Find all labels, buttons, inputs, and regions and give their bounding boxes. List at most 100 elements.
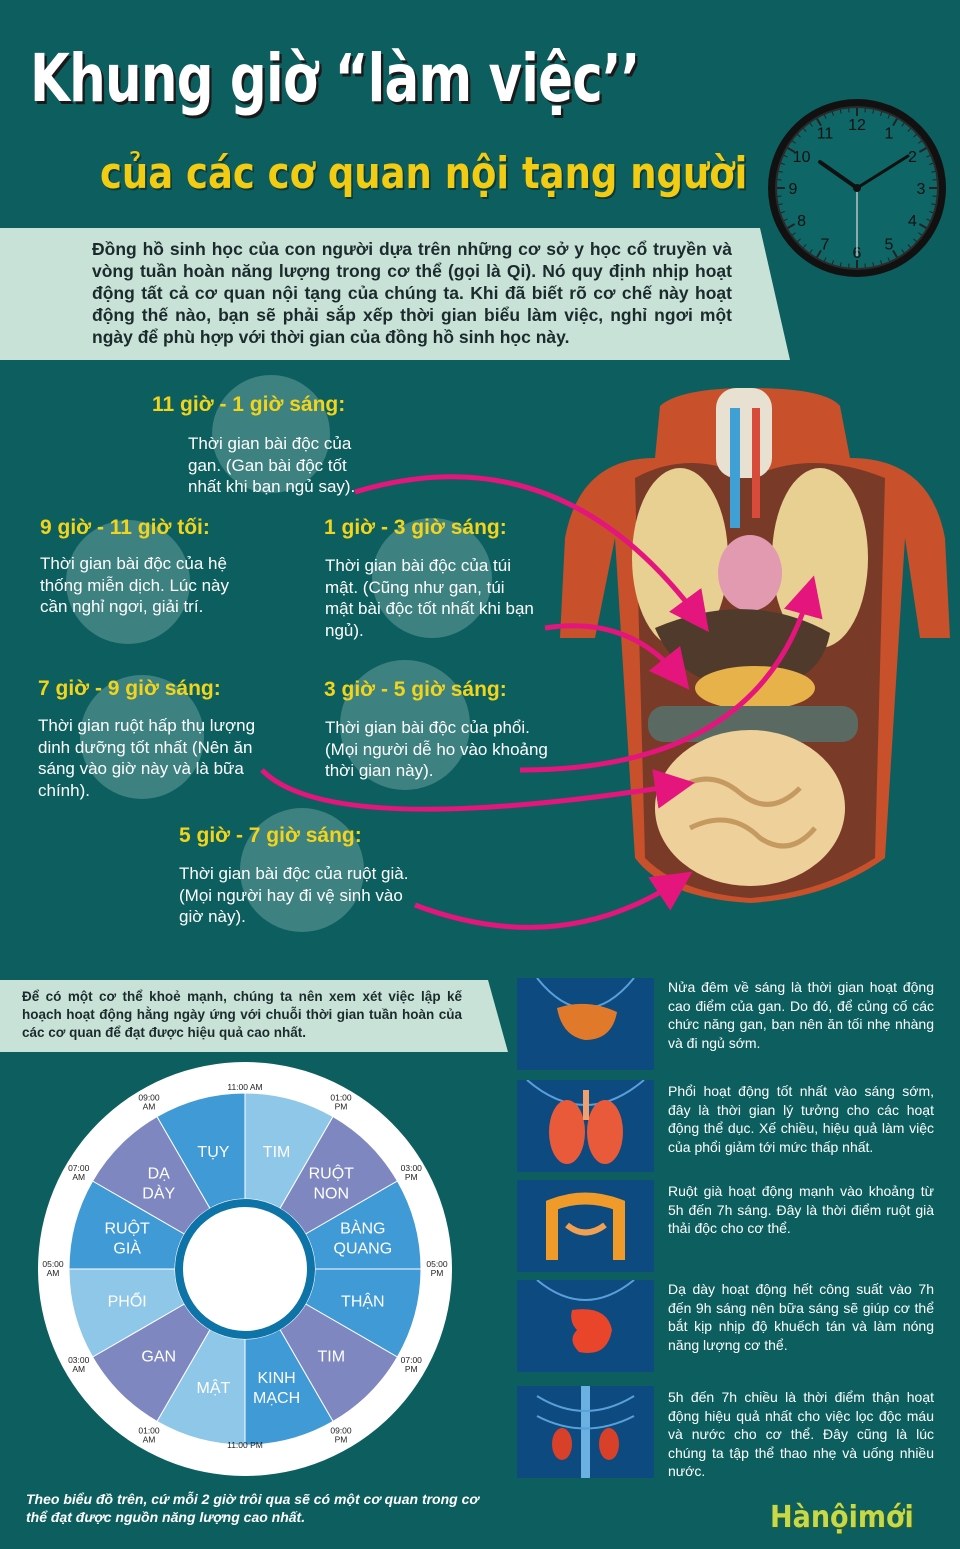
clock-tick — [926, 218, 931, 221]
clock-tick — [809, 249, 813, 254]
clock-tick — [783, 218, 788, 221]
subtitle: của các cơ quan nội tạng người — [100, 148, 748, 199]
footnote: Theo biểu đồ trên, cứ mỗi 2 giờ trôi qua… — [26, 1491, 479, 1525]
clock-tick — [797, 238, 801, 242]
bubble-decor — [340, 660, 470, 790]
clock-tick — [816, 249, 822, 258]
slot-time-liver: 11 giờ - 1 giờ sáng: — [152, 393, 346, 416]
clock-tick — [918, 232, 923, 236]
clock-minute-hand — [855, 154, 910, 190]
bubble-decor — [66, 520, 190, 644]
clock-tick — [816, 118, 822, 127]
stomach-image — [517, 1280, 654, 1372]
clock-tick — [918, 223, 927, 229]
clock-tick — [913, 238, 917, 242]
slot-time-immune: 9 giờ - 11 giờ tối: — [40, 516, 210, 539]
slot-desc-gallbladder: Thời gian bài độc của túi mật. (Cũng như… — [325, 556, 534, 640]
wheel-segment-label: DẠ — [148, 1166, 171, 1183]
stomach-text: Dạ dày hoạt động hết công suất vào 7h đế… — [668, 1281, 934, 1353]
lungs-image — [517, 1080, 654, 1172]
clock-tick — [926, 155, 931, 158]
clock-tick — [824, 114, 827, 119]
large-intestine-text: Ruột già hoạt động mạnh vào khoảng từ 5h… — [668, 1183, 934, 1236]
advice-band — [0, 980, 508, 1052]
clock-tick — [901, 122, 905, 127]
slot-desc-intestine: Thời gian ruột hấp thụ lượng dinh dưỡng … — [38, 716, 256, 800]
wheel-segment-label: TỤY — [197, 1144, 229, 1161]
wheel-segment-label: KINH — [257, 1370, 295, 1387]
wheel-segment-label: MẬT — [197, 1378, 231, 1397]
wheel-segment-label: NON — [313, 1186, 349, 1203]
wall-clock-icon: 121234567891011 — [768, 99, 946, 277]
clock-tick — [913, 134, 917, 138]
lungs-text: Phổi hoạt động tốt nhất vào sáng sớm, đâ… — [668, 1083, 934, 1155]
clock-number: 10 — [793, 149, 811, 166]
wheel-time-label: 11:00 AM — [227, 1082, 262, 1092]
wheel-segment-label: RUỘT — [309, 1164, 355, 1183]
clock-number: 1 — [885, 126, 894, 143]
wheel-segment-label: TIM — [317, 1348, 345, 1365]
slot-time-gallbladder: 1 giờ - 3 giờ sáng: — [324, 516, 507, 539]
wheel-segment-label: GIÀ — [113, 1238, 141, 1257]
kidneys-image — [517, 1386, 654, 1478]
arrows-layer — [260, 474, 823, 930]
clock-hour-hand — [818, 160, 859, 190]
clock-number: 9 — [789, 181, 798, 198]
wheel-segment-label: QUANG — [334, 1240, 393, 1257]
clock-number: 8 — [797, 213, 806, 230]
clock-tick — [803, 244, 807, 248]
clock-tick — [778, 203, 783, 206]
clock-tick — [831, 260, 834, 265]
wheel-segment-label: MẠCH — [253, 1390, 300, 1407]
clock-tick — [787, 223, 796, 229]
arrow-lungs — [519, 575, 823, 773]
clock-tick — [839, 109, 842, 114]
clock-tick — [778, 170, 783, 173]
clock-tick — [907, 244, 911, 248]
clock-tick — [892, 249, 898, 258]
clock-tick — [780, 162, 785, 165]
clock-tick — [797, 134, 801, 138]
clock-number: 3 — [917, 181, 926, 198]
clock-tick — [929, 162, 934, 165]
clock-tick — [780, 211, 785, 214]
clock-tick — [787, 147, 796, 153]
advice-paragraph: Để có một cơ thể khoẻ mạnh, chúng ta nên… — [22, 989, 462, 1040]
clock-number: 12 — [848, 117, 866, 134]
clock-number: 2 — [908, 149, 917, 166]
clock-tick — [918, 147, 927, 153]
clock-tick — [880, 260, 883, 265]
wheel-segment-label: PHỔI — [108, 1292, 147, 1311]
wheel-segment-label: DÀY — [142, 1184, 175, 1203]
clock-tick — [931, 170, 936, 173]
clock-tick — [803, 128, 807, 132]
wheel-segment-label: RUỘT — [104, 1218, 150, 1237]
clock-number: 7 — [821, 236, 830, 253]
liver-text: Nửa đêm về sáng là thời gian hoạt động c… — [668, 979, 934, 1051]
brand-logo: Hànộimới — [770, 1500, 914, 1535]
wheel-segment-label: BÀNG — [340, 1218, 385, 1237]
clock-tick — [931, 203, 936, 206]
intro-band — [0, 228, 790, 360]
arrow-large-intestine — [414, 871, 693, 930]
clock-tick — [901, 249, 905, 254]
arrow-liver — [354, 474, 709, 633]
bubble-decor — [240, 808, 364, 932]
bubble-decor — [372, 518, 492, 638]
clock-tick — [809, 122, 813, 127]
clock-tick — [791, 232, 796, 236]
clock-number: 5 — [885, 236, 894, 253]
clock-tick — [791, 140, 796, 144]
wheel-segment-label: TIM — [263, 1144, 291, 1161]
clock-tick — [831, 111, 834, 116]
clock-tick — [918, 140, 923, 144]
slot-desc-lungs: Thời gian bài độc của phổi. (Mọi người d… — [325, 718, 548, 780]
clock-tick — [892, 118, 898, 127]
large-intestine-image — [517, 1180, 654, 1272]
